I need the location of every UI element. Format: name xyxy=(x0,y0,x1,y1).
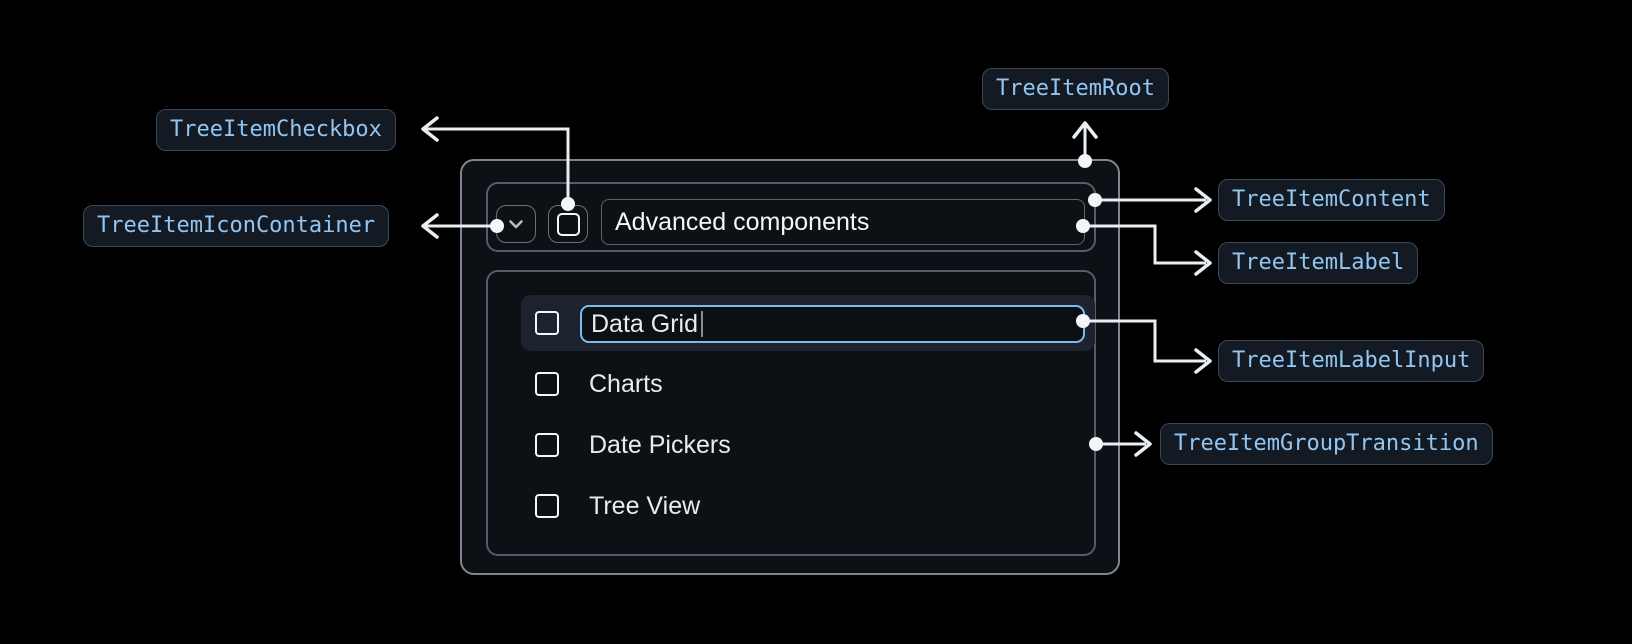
tree-item-label-text: Tree View xyxy=(589,491,701,520)
tree-item-label-text: Date Pickers xyxy=(589,430,731,459)
arrowhead-icon xyxy=(1194,187,1212,213)
checkbox-unchecked-icon[interactable] xyxy=(535,372,559,396)
tree-item-row[interactable]: Date Pickers xyxy=(521,417,1095,473)
arrowhead-icon xyxy=(1072,121,1098,139)
tree-item-label: Advanced components xyxy=(601,199,1085,245)
tree-item-label-text: Advanced components xyxy=(615,207,870,236)
badge-tree-item-label-input: TreeItemLabelInput xyxy=(1218,340,1485,382)
badge-tree-item-icon-container: TreeItemIconContainer xyxy=(83,205,390,247)
arrowhead-icon xyxy=(1134,431,1152,457)
checkbox-unchecked-icon[interactable] xyxy=(535,494,559,518)
badge-tree-item-content: TreeItemContent xyxy=(1218,179,1445,221)
text-caret xyxy=(700,311,703,337)
tree-item-group-transition: Data Grid Charts Date Pickers Tree View xyxy=(486,270,1096,556)
tree-item-content[interactable]: Advanced components xyxy=(486,182,1096,252)
tree-item-row[interactable]: Charts xyxy=(521,356,1095,412)
label-input-value: Data Grid xyxy=(591,309,698,338)
checkbox-unchecked-icon[interactable] xyxy=(535,433,559,457)
tree-item-icon-container[interactable] xyxy=(496,205,536,243)
tree-item-row-editing[interactable]: Data Grid xyxy=(521,295,1095,351)
tree-item-root: Advanced components Data Grid Charts Dat… xyxy=(460,159,1120,575)
tree-item-row[interactable]: Tree View xyxy=(521,478,1095,534)
arrowhead-icon xyxy=(421,116,439,142)
tree-item-label-text: Charts xyxy=(589,369,663,398)
badge-tree-item-checkbox: TreeItemCheckbox xyxy=(156,109,396,151)
badge-tree-item-label: TreeItemLabel xyxy=(1218,242,1419,284)
badge-tree-item-group-transition: TreeItemGroupTransition xyxy=(1160,423,1493,465)
tree-item-checkbox[interactable] xyxy=(548,205,588,243)
arrowhead-icon xyxy=(421,213,439,239)
arrowhead-icon xyxy=(1194,348,1212,374)
tree-item-label-input[interactable]: Data Grid xyxy=(580,305,1085,343)
checkbox-unchecked-icon[interactable] xyxy=(535,311,559,335)
badge-tree-item-root: TreeItemRoot xyxy=(982,68,1169,110)
checkbox-unchecked-icon xyxy=(556,212,580,236)
arrowhead-icon xyxy=(1194,250,1212,276)
chevron-down-icon xyxy=(509,220,523,229)
